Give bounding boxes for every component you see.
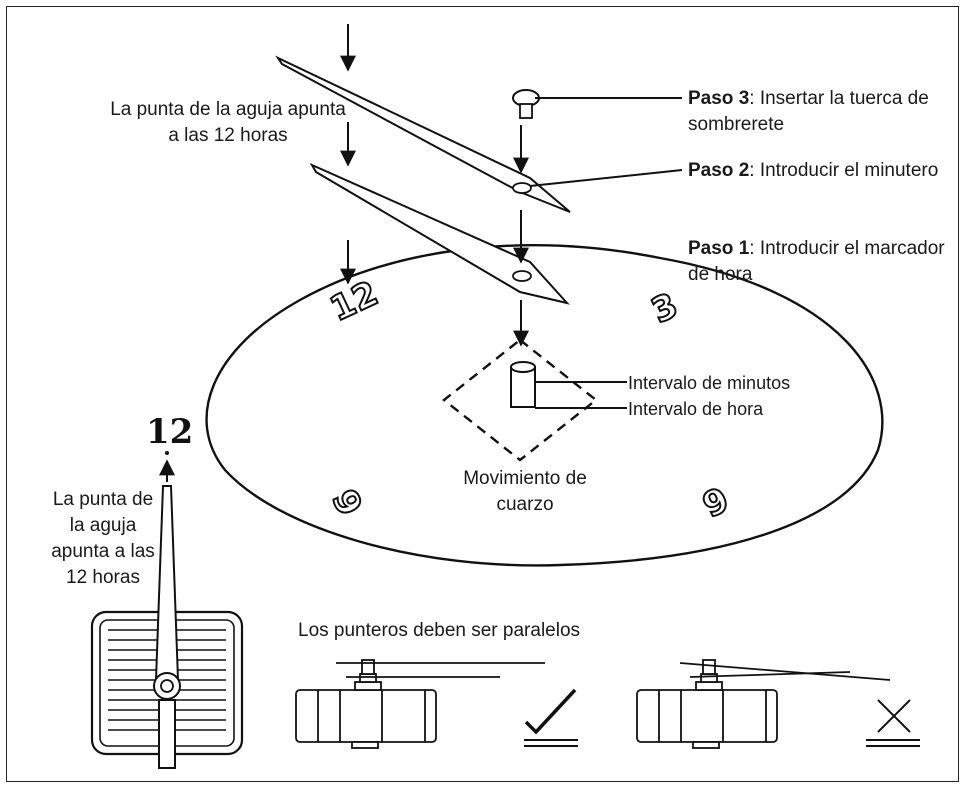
left-hand-pivot [160, 679, 174, 693]
minute-interval-label: Intervalo de minutos [628, 373, 791, 393]
side-view-correct [295, 659, 545, 749]
step3-text: : Insertar la tuerca de sombrerete [688, 88, 929, 135]
minute-hand-hole [512, 182, 532, 194]
step1-label: Paso 1: Introducir el marcador de hora [688, 236, 950, 288]
movement-label: Movimiento de cuarzo [463, 468, 587, 515]
minute-hand [275, 55, 571, 213]
shaft [510, 366, 536, 408]
check-mark-icon [524, 688, 577, 735]
parallel-label: Los punteros deben ser paralelos [298, 620, 581, 641]
shaft-top [510, 361, 536, 373]
step2-label: Paso 2: Introducir el minutero [688, 158, 950, 184]
left-hand-tail [158, 699, 176, 769]
step1-title: Paso 1 [688, 238, 750, 259]
diagram-frame [6, 6, 959, 782]
step2-text: : Introducir el minutero [749, 160, 939, 181]
tip-top-label: La punta de la aguja apunta a las 12 hor… [110, 99, 346, 146]
dial-number-3: 3 [646, 285, 684, 331]
step2-title: Paso 2 [688, 160, 750, 181]
dial-number-6: 6 [696, 477, 734, 523]
side-view-wrong [636, 659, 891, 749]
dial-number-9: 9 [323, 484, 369, 522]
hour-hand [309, 162, 570, 305]
cross-mark-icon [877, 699, 911, 733]
leader-step2 [529, 169, 683, 187]
step3-title: Paso 3 [688, 88, 750, 109]
twelve-label: 12 [146, 412, 194, 452]
hour-interval-label: Intervalo de hora [628, 399, 764, 419]
cap-nut-stem [519, 103, 533, 119]
dot-12 [165, 451, 169, 455]
movement-outline [442, 338, 598, 462]
tip-left-label: La punta de la aguja apunta a las 12 hor… [51, 489, 155, 588]
step3-label: Paso 3: Insertar la tuerca de sombrerete [688, 86, 950, 138]
left-minute-hand [154, 485, 180, 681]
hour-hand-hole [512, 270, 532, 282]
dial-number-12: 12 [324, 273, 384, 329]
step1-text: : Introducir el marcador de hora [688, 238, 945, 285]
